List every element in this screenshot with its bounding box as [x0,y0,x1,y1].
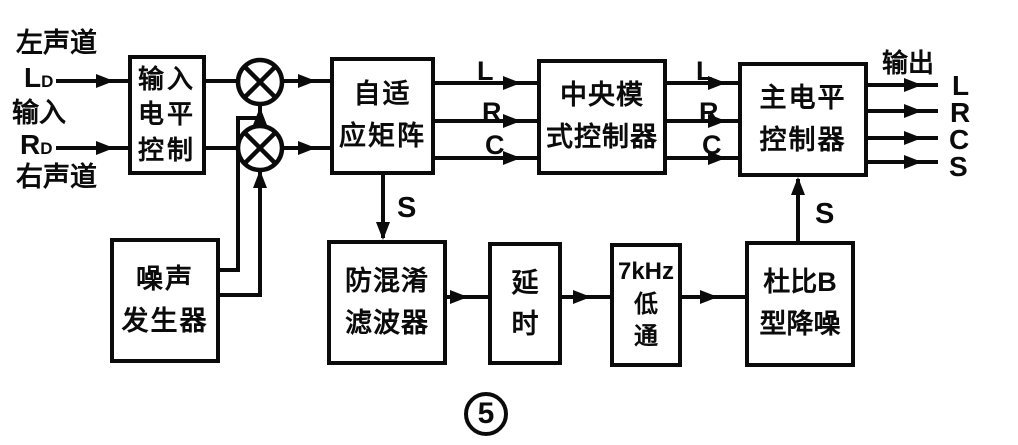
label-ld: LD [24,64,53,92]
label-input: 输入 [12,98,66,128]
label-central-r: R [699,97,719,127]
label-central-l: L [696,56,713,86]
label-out-c: C [949,124,970,155]
multiplier-icon-top [235,57,285,107]
label-matrix-l: L [477,56,494,86]
block-anti-alias-filter: 防混淆 滤波器 [327,240,447,365]
label-output: 输出 [882,48,935,78]
label-matrix-r: R [482,97,502,127]
label-left-channel: 左声道 [16,28,97,58]
label-out-l: L [952,70,970,101]
arrowheads [96,74,922,304]
block-delay: 延 时 [488,242,562,365]
block-central-mode-controller: 中央模 式控制器 [537,59,667,175]
label-rd: RD [20,131,53,159]
label-matrix-c: C [485,130,505,160]
label-s-from-matrix: S [397,192,417,224]
block-7khz-lowpass: 7kHz 低 通 [610,243,682,367]
label-ld-main: L [24,62,42,93]
label-central-c: C [702,130,722,160]
label-s-to-main: S [815,198,835,230]
label-rd-sub: D [40,139,53,158]
label-right-channel: 右声道 [16,162,97,192]
label-ld-sub: D [41,72,54,91]
block-adaptive-matrix: 自适 应矩阵 [330,57,435,175]
multiplier-icon-bottom [235,123,285,173]
block-dolby-b-noise-reduction: 杜比B 型降噪 [745,241,855,367]
figure-number-badge: 5 [464,392,508,436]
block-input-level-control: 输入 电平 控制 [128,55,206,175]
label-out-s: S [949,151,968,182]
label-out-r: R [950,97,971,128]
label-rd-main: R [20,129,41,160]
block-main-level-controller: 主电平 控制器 [738,62,868,177]
block-noise-generator: 噪声 发生器 [110,238,220,363]
